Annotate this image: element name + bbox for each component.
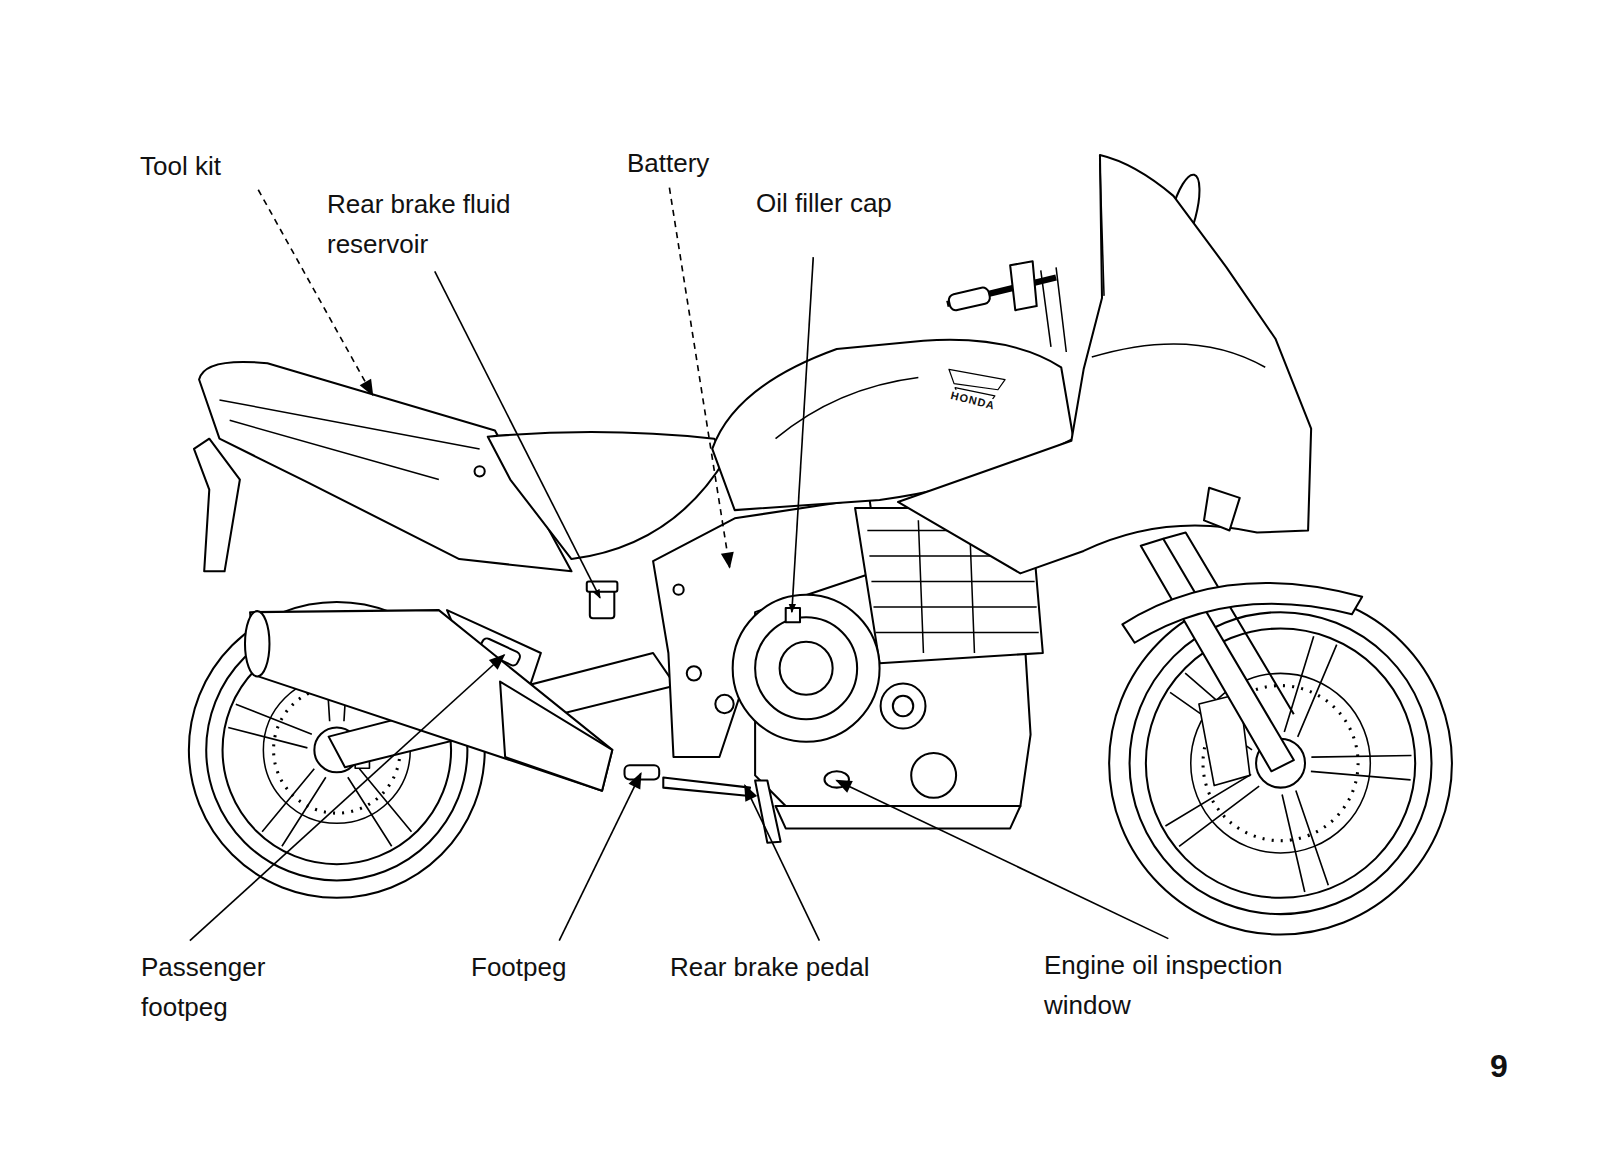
part-label: Footpeg [471,947,611,987]
rear-brake-pedal [663,777,750,795]
front-fender [1122,583,1362,643]
page-number: 9 [1490,1046,1530,1086]
frame [653,498,879,757]
front-fork [1141,539,1294,772]
part-label: Rear brake pedal [670,947,930,987]
seat [488,432,727,559]
part-label: Tool kit [140,146,340,186]
rear-hugger [194,439,240,572]
muffler [250,610,612,791]
fairing [898,155,1311,573]
leader-lines [190,188,1168,941]
oil-filler-cap [786,608,800,622]
part-label: Rear brake fluid reservoir [327,184,567,264]
part-label: Passenger footpeg [141,947,316,1027]
part-label: Oil filler cap [756,183,976,223]
footpeg [625,765,660,779]
part-label: Engine oil inspection window [1044,945,1354,1025]
part-label: Battery [627,143,767,183]
brake-reservoir [590,590,614,619]
